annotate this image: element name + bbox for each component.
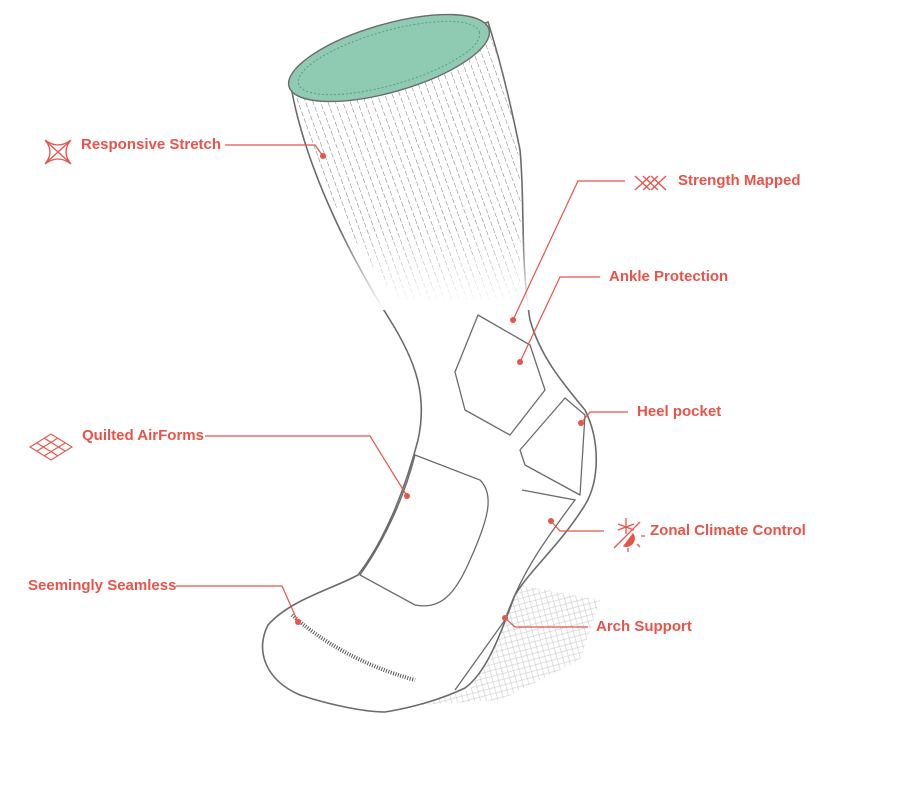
arch-mesh: [420, 585, 600, 705]
label-strength-mapped: Strength Mapped: [678, 172, 801, 189]
leader-dots: [295, 153, 584, 625]
label-ankle-protection: Ankle Protection: [609, 268, 729, 285]
braid-icon: [634, 175, 667, 191]
label-heel-pocket: Heel pocket: [637, 403, 722, 420]
label-arch-support: Arch Support: [596, 618, 692, 635]
airforms-panel: [359, 454, 489, 607]
heel-panel: [519, 397, 586, 496]
label-seemingly-seamless: Seemingly Seamless: [28, 577, 177, 594]
snowflake-sun-icon: [613, 518, 645, 552]
label-zonal-climate-control: Zonal Climate Control: [650, 522, 806, 539]
label-responsive-stretch: Responsive Stretch: [81, 136, 222, 153]
ankle-pad: [454, 314, 546, 436]
quilt-grid-icon: [28, 433, 74, 461]
cuff-opening: [287, 13, 491, 103]
label-quilted-airforms: Quilted AirForms: [82, 427, 204, 444]
stretch-arrows-icon: [44, 139, 72, 165]
leader-lines: [176, 144, 628, 628]
toe-seam: [290, 613, 416, 682]
